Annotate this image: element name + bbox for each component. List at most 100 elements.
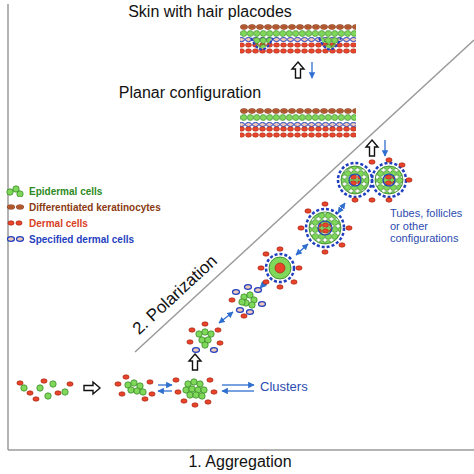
polarizing-cluster [208,331,214,337]
legend-cell [7,189,13,195]
double-follicle [406,178,412,182]
specifying-cluster [249,302,255,308]
polarizing-cluster [196,331,202,337]
legend-text: Epidermal cells [29,186,102,197]
scattered-cells [62,389,68,395]
follicle-large [322,250,328,254]
follicle-small [291,280,297,284]
specifying-cluster [229,298,235,302]
illustration [366,140,378,156]
double-follicle [338,158,412,202]
legend-cell [16,221,22,225]
scattered-cells [33,397,39,401]
scattered-cells [45,393,51,399]
follicle-large [298,202,352,254]
small-cluster [140,389,146,395]
small-cluster [134,388,140,394]
double-follicle [375,166,403,194]
blue-two-way-arrow [158,390,172,391]
cluster [197,381,203,387]
cluster [207,378,213,382]
scattered-cells [37,385,43,391]
follicle-small [277,285,283,289]
blue-two-way-arrow [222,390,254,391]
blue-two-way-arrow [158,384,172,385]
double-follicle [386,158,392,162]
legend-row: Differentiated keratinocytes [6,199,161,215]
skin-illustration [319,38,341,50]
scattered-cells [50,381,56,387]
double-follicle [369,160,375,164]
double-follicle [338,163,372,197]
scattered-cells [17,379,73,401]
scattered-cells [55,391,61,395]
polarizing-cluster [211,348,218,353]
double-follicle [386,198,392,202]
double-follicle [349,174,361,186]
specifying-cluster [241,314,247,318]
follicle-small [258,247,302,289]
cluster [193,392,199,398]
stage-title: Planar configuration [119,84,261,102]
illustration [189,354,201,370]
double-follicle [383,174,395,186]
legend-cell [17,237,24,242]
small-cluster [149,392,155,396]
specifying-cluster [237,308,244,313]
legend-cell [16,205,24,210]
double-follicle [372,163,406,197]
small-cluster [115,382,121,386]
scattered-cells [41,379,47,383]
legend-sample [6,185,26,197]
skin-illustration [240,24,356,54]
polarizing-cluster [193,348,200,353]
follicle-large [309,212,341,244]
cluster [192,403,198,407]
legend-cell [7,205,15,210]
skin-illustration [240,30,356,37]
illustration [84,382,100,394]
small-cluster [119,392,125,396]
axis-lines [8,4,474,450]
skin-illustration [240,24,356,30]
small-cluster [115,375,155,401]
cluster [173,378,217,407]
double-follicle [341,166,369,194]
planar-illustration [240,108,356,114]
cluster-note: Clusters [260,380,308,395]
polarizing-cluster [189,328,195,332]
axis-title: 1. Aggregation [188,453,291,471]
follicle-small [269,257,291,279]
specifying-cluster [245,285,252,290]
scattered-cells [67,382,73,386]
follicle-small [277,247,283,251]
polarizing-cluster [202,342,208,348]
legend-text: Dermal cells [29,218,88,229]
legend-text: Specified dermal cells [29,234,134,245]
legend-sample [6,233,26,245]
follicle-small [296,266,302,270]
specifying-cluster [259,302,266,307]
blue-arrow [219,312,233,323]
planar-illustration [240,126,356,138]
follicle-small [275,263,285,273]
follicle-large [339,243,345,247]
legend-row: Dermal cells [6,215,161,231]
legend-cell [8,221,14,225]
blue-two-way-arrow [158,385,172,391]
blue-arrow [384,140,385,156]
polarizing-cluster [215,328,221,332]
stage-title: Skin with hair placodes [128,3,292,21]
specifying-cluster [239,299,245,305]
skin-illustration [252,37,272,49]
follicle-large [306,209,344,247]
scattered-cells [27,391,33,395]
double-follicle [369,198,375,202]
axis-lines [8,449,474,451]
cluster [211,390,217,394]
blue-arrow [311,62,312,78]
blue-arrow [338,203,345,213]
follicle-large [322,202,328,206]
small-cluster [142,397,148,401]
specifying-cluster [229,285,266,318]
